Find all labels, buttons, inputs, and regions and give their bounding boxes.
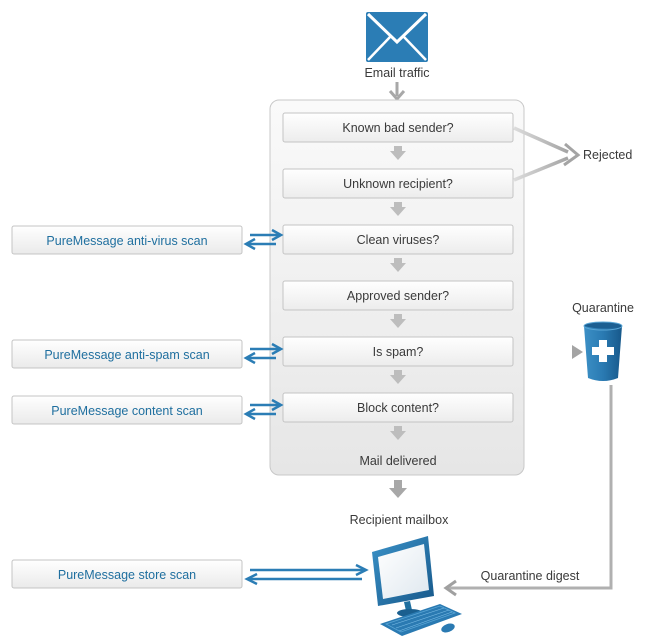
mail-delivered-label: Mail delivered (359, 454, 436, 468)
check-label: Known bad sender? (342, 121, 453, 135)
check-approved-sender: Approved sender? (282, 280, 514, 311)
computer-icon (372, 536, 462, 636)
bidirectional-arrow-antispam (243, 342, 284, 365)
quarantine-digest-arrow (443, 385, 613, 597)
bidirectional-arrow-antivirus (243, 228, 284, 251)
scan-content-label: PureMessage content scan (51, 404, 203, 418)
scan-store-label: PureMessage store scan (58, 568, 196, 582)
check-label: Block content? (357, 401, 439, 415)
quarantine-bin-icon (583, 321, 623, 381)
check-clean-viruses: Clean viruses? (282, 224, 514, 255)
recipient-mailbox-label: Recipient mailbox (350, 513, 449, 527)
down-arrow-small (390, 146, 406, 440)
scan-store: PureMessage store scan (11, 559, 243, 589)
check-label: Is spam? (373, 345, 424, 359)
check-known-bad-sender: Known bad sender? (282, 112, 514, 143)
scan-content: PureMessage content scan (11, 395, 243, 425)
scan-antispam: PureMessage anti-spam scan (11, 339, 243, 369)
spam-to-quarantine-arrow (514, 345, 583, 359)
envelope-icon (366, 12, 428, 62)
quarantine-digest-label: Quarantine digest (481, 569, 580, 583)
quarantine-label: Quarantine (572, 301, 634, 315)
check-label: Clean viruses? (357, 233, 440, 247)
check-label: Approved sender? (347, 289, 449, 303)
down-arrow-email (388, 82, 406, 102)
bidirectional-arrow-content (243, 398, 284, 421)
down-arrow-delivered (389, 480, 407, 498)
check-is-spam: Is spam? (282, 336, 514, 367)
check-block-content: Block content? (282, 392, 514, 423)
rejected-label: Rejected (583, 148, 632, 162)
scan-antivirus: PureMessage anti-virus scan (11, 225, 243, 255)
scan-antispam-label: PureMessage anti-spam scan (44, 348, 209, 362)
reject-arrows (513, 126, 581, 182)
check-label: Unknown recipient? (343, 177, 453, 191)
check-unknown-recipient: Unknown recipient? (282, 168, 514, 199)
bidirectional-arrow-store (244, 563, 369, 586)
email-traffic-label: Email traffic (364, 66, 429, 80)
scan-antivirus-label: PureMessage anti-virus scan (46, 234, 207, 248)
